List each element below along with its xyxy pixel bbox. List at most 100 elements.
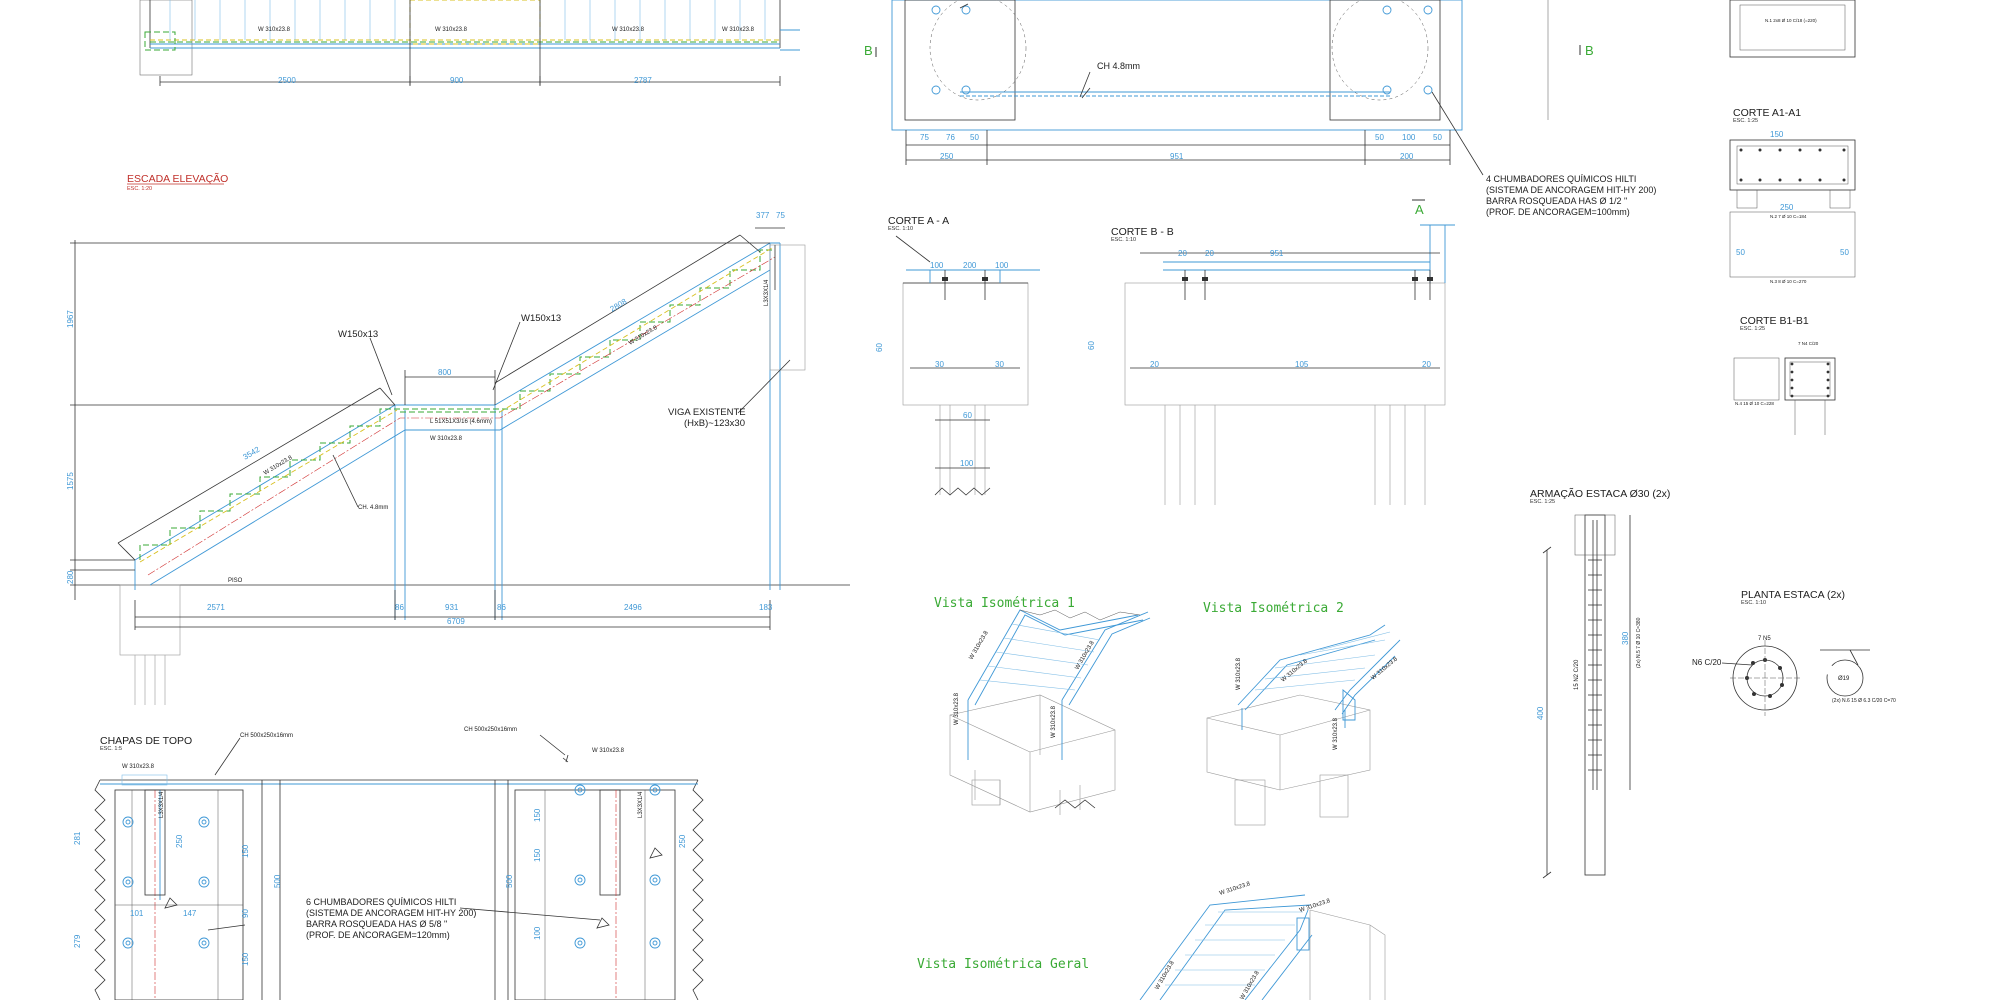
top-beam-label-3: W 310x23.8 — [612, 27, 645, 33]
armacao-scale: ESC. 1:25 — [1530, 499, 1555, 505]
elev-chapa-label: CH. 4.8mm — [358, 505, 388, 511]
iso2-beam-2: W 310x23.8 — [1280, 658, 1309, 684]
top-beam-label-4: W 310x23.8 — [722, 27, 755, 33]
iso1-beam-3: W 310x23.8 — [954, 692, 960, 725]
top-plan-strip: W 310x23.8 W 310x23.8 W 310x23.8 W 310x2… — [139, 0, 800, 86]
corte-a1-a1: N.1 2x8 Ø 10 C/18 (=220) CORTE A1-A1 ESC… — [1729, 0, 1856, 284]
elevacao-title: ESCADA ELEVAÇÃO — [127, 172, 228, 185]
corte-aa-dim-1: 100 — [930, 261, 944, 270]
elev-beam-right: W 310x23.8 — [628, 325, 659, 347]
corte-a1-scale: ESC. 1:25 — [1733, 118, 1758, 124]
elev-dim-bottom-2: 931 — [445, 603, 459, 612]
chapas-l3-left: L3X3X1/4 — [159, 791, 165, 818]
corte-aa-title: CORTE A - A — [888, 215, 949, 227]
top-dim-2: 900 — [450, 76, 464, 85]
vista-isometrica-1: Vista Isométrica 1 W 310x23.8 W 310x23.8… — [934, 596, 1151, 815]
corte-bb-dim-5: 20 — [1150, 360, 1159, 369]
estaca-note-4: (2x) N.6 15 Ø 6.3 C/20 C=70 — [1832, 698, 1896, 704]
chapas-dim-13: 250 — [678, 834, 687, 848]
elev-dim-top-right-2: 75 — [776, 211, 785, 220]
corte-bb-dim-1: 951 — [1270, 249, 1284, 258]
section-mark-b-right: B — [1585, 43, 1594, 58]
chapas-dim-7: 500 — [273, 874, 282, 888]
elev-viga-label: VIGA EXISTENTE — [668, 407, 746, 418]
elev-piso-label: PISO — [228, 578, 243, 584]
chapas-dim-11: 150 — [533, 808, 542, 822]
escada-elevacao: ESCADA ELEVAÇÃO ESC. 1:20 — [66, 172, 850, 705]
corte-bb-dim-2: 20 — [1178, 249, 1187, 258]
elev-dim-small-1: 86 — [395, 603, 404, 612]
iso-geral-beam-1: W 310x23.8 — [1219, 881, 1252, 897]
top-beam-label-2: W 310x23.8 — [435, 27, 468, 33]
base-dim-4: 75 — [920, 133, 929, 142]
corte-b1-scale: ESC. 1:25 — [1740, 326, 1765, 332]
corte-b1-title: CORTE B1-B1 — [1740, 315, 1809, 327]
section-mark-b-left: B — [864, 43, 873, 58]
vista-isometrica-geral: Vista Isométrica Geral W 310x23.8 W 310x… — [917, 881, 1386, 1000]
armacao-estaca: ARMAÇÃO ESTACA Ø30 (2x) ESC. 1:25 400 38… — [1530, 487, 1670, 879]
a1-note-3: N.3 8 Ø 10 C=270 — [1770, 279, 1807, 284]
iso1-beam-1: W 310x23.8 — [969, 630, 991, 661]
elev-dim-bottom-3: 2496 — [624, 603, 642, 612]
a1-dim-3: 50 — [1736, 248, 1745, 257]
base-dim-1: 250 — [940, 152, 954, 161]
iso2-title: Vista Isométrica 2 — [1203, 601, 1344, 616]
planta-base: CH 4.8mm B B 250 951 200 75 76 50 50 100… — [864, 0, 1656, 217]
chapas-dim-10: 500 — [505, 874, 514, 888]
armacao-dim-1: 400 — [1536, 706, 1545, 720]
chapas-note-3: BARRA ROSQUEADA HAS Ø 5/8 " — [306, 919, 447, 929]
base-note-1: 4 CHUMBADORES QUÍMICOS HILTI — [1486, 174, 1636, 184]
corte-bb-title: CORTE B - B — [1111, 226, 1174, 238]
chapas-dim-2: 279 — [73, 934, 82, 948]
chapas-l3-right: L3X3X1/4 — [638, 791, 644, 818]
chapas-dim-4: 147 — [183, 909, 197, 918]
b1-note-1: 7 N4 C/20 — [1798, 341, 1819, 346]
base-dim-2: 951 — [1170, 152, 1184, 161]
chapas-dim-14: 150 — [533, 848, 542, 862]
corte-aa-scale: ESC. 1:10 — [888, 226, 913, 232]
chapas-dim-6: 150 — [241, 844, 250, 858]
elev-dim-left-3: 280 — [66, 570, 75, 584]
base-note-2: (SISTEMA DE ANCORAGEM HIT-HY 200) — [1486, 185, 1656, 195]
planta-estaca-title: PLANTA ESTACA (2x) — [1741, 589, 1845, 601]
a1-note-top: N.1 2x8 Ø 10 C/18 (=220) — [1765, 18, 1817, 23]
elev-l3-label: L3X3X1/4 — [764, 279, 770, 306]
corte-bb-dim-7: 20 — [1422, 360, 1431, 369]
estaca-note-3: Ø19 — [1838, 676, 1850, 682]
corte-bb-dim-4: 60 — [1087, 341, 1096, 350]
base-dim-5: 76 — [946, 133, 955, 142]
chapas-beam-left: W 310x23.8 — [122, 764, 155, 770]
elev-w150-left: W150x13 — [338, 329, 378, 340]
section-mark-a: A — [1415, 202, 1424, 217]
vista-isometrica-2: Vista Isométrica 2 W 310x23.8 W 310x23.8… — [1203, 601, 1401, 826]
corte-bb-scale: ESC. 1:10 — [1111, 237, 1136, 243]
elev-dim-total: 6709 — [447, 617, 465, 626]
chapas-note-1: 6 CHUMBADORES QUÍMICOS HILTI — [306, 897, 456, 907]
corte-bb-dim-3: 20 — [1205, 249, 1214, 258]
iso-geral-title: Vista Isométrica Geral — [917, 957, 1089, 972]
corte-bb-dim-6: 105 — [1295, 360, 1309, 369]
a1-dim-2: 250 — [1780, 203, 1794, 212]
chapas-beam-right: W 310x23.8 — [592, 748, 625, 754]
elev-dim-incline-2: 2808 — [608, 297, 628, 314]
corte-aa-dim-5: 30 — [935, 360, 944, 369]
chapas-dim-3: 101 — [130, 909, 144, 918]
base-note-3: BARRA ROSQUEADA HAS Ø 1/2 " — [1486, 196, 1627, 206]
chapas-dim-9: 90 — [241, 909, 250, 918]
a1-dim-4: 50 — [1840, 248, 1849, 257]
corte-b1-b1: CORTE B1-B1 ESC. 1:25 7 N4 C/20 N.4 15 Ø… — [1733, 315, 1836, 435]
estaca-note-2: N6 C/20 — [1692, 658, 1722, 667]
corte-aa-dim-8: 100 — [960, 459, 974, 468]
elev-dim-bottom-1: 2571 — [207, 603, 225, 612]
elev-angle-label: L 51X51X3/16 (4.6mm) — [430, 419, 492, 425]
planta-estaca-scale: ESC. 1:10 — [1741, 600, 1766, 606]
corte-aa-dim-4: 60 — [875, 343, 884, 352]
elev-dim-top: 800 — [438, 368, 452, 377]
chapas-ch-right: CH 500x250x16mm — [464, 727, 517, 733]
elev-beam-mid: W 310x23.8 — [430, 436, 463, 442]
iso2-beam-1: W 310x23.8 — [1236, 657, 1242, 690]
chapas-scale: ESC. 1:5 — [100, 746, 122, 752]
chapas-note-4: (PROF. DE ANCORAGEM=120mm) — [306, 930, 450, 940]
corte-b-b: CORTE B - B ESC. 1:10 A 951 20 20 60 20 … — [1087, 199, 1455, 505]
corte-aa-dim-6: 30 — [995, 360, 1004, 369]
